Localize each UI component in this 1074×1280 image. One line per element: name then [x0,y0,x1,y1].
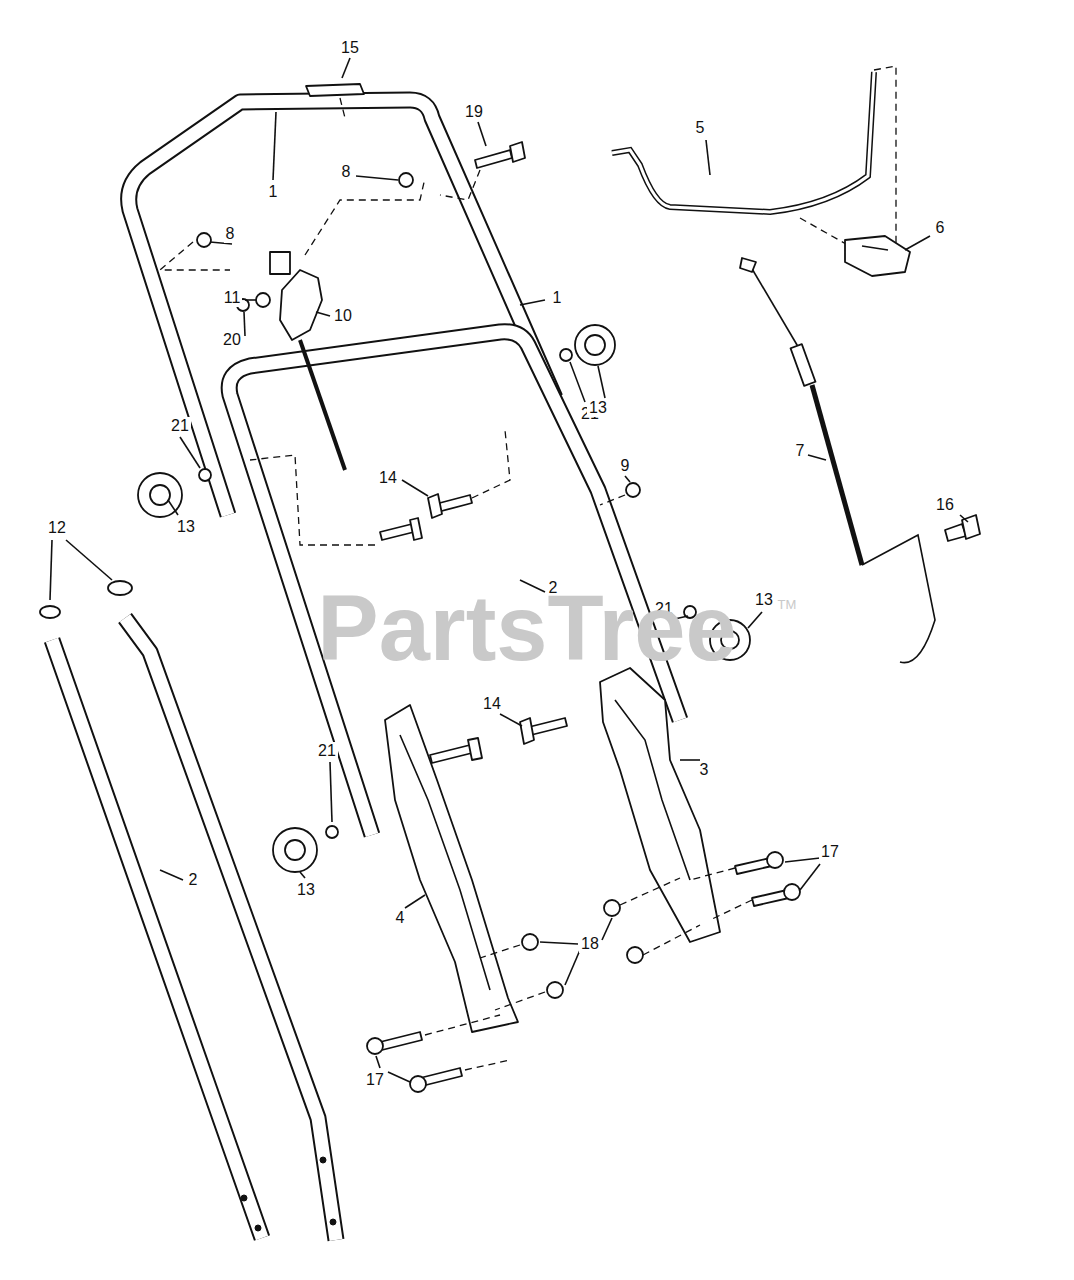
callout-number: 12 [46,519,68,537]
callout-number: 13 [587,399,609,417]
callout-number: 10 [332,307,354,325]
trademark-mark: TM [778,597,797,612]
callout-number: 6 [934,219,947,237]
callout-number: 19 [463,103,485,121]
callout-number: 1 [551,289,564,307]
watermark: PartsTree [317,578,736,678]
callout-number: 18 [579,935,601,953]
callout-number: 13 [295,881,317,899]
callout-number: 4 [394,909,407,927]
callout-number: 3 [698,761,711,779]
callout-number: 2 [187,871,200,889]
callout-number: 9 [619,457,632,475]
callout-number: 8 [340,163,353,181]
callout-number: 1 [267,183,280,201]
callout-number: 7 [794,442,807,460]
callout-number: 16 [934,496,956,514]
callout-number: 15 [339,39,361,57]
callout-number: 21 [316,742,338,760]
callout-number: 17 [819,843,841,861]
callout-number: 20 [221,331,243,349]
callout-number: 13 [175,518,197,536]
callout-number: 14 [377,469,399,487]
callout-number: 8 [224,225,237,243]
callout-number: 5 [694,119,707,137]
callout-number: 13 [753,591,775,609]
callout-number: 11 [222,289,243,307]
callout-number: 21 [169,417,191,435]
callout-number: 17 [364,1071,386,1089]
callout-number: 14 [481,695,503,713]
